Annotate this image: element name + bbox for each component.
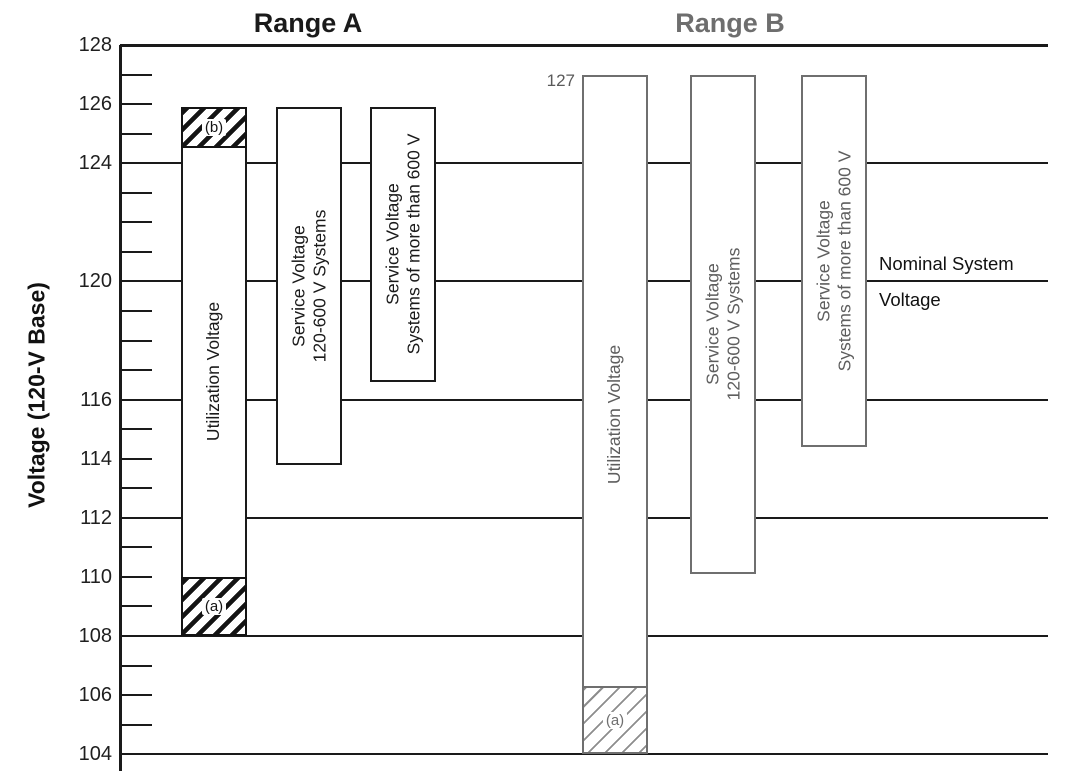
y-tick-108	[120, 635, 152, 637]
bar-range-b-utilization-label: Utilization Voltage	[605, 345, 626, 484]
bar-range-b-utilization-label-wrap: Utilization Voltage	[584, 77, 646, 753]
gridline-104	[120, 753, 1048, 756]
y-tick-104	[120, 753, 152, 756]
y-axis-title: Voltage (120-V Base)	[23, 282, 50, 508]
y-axis-line	[119, 45, 122, 771]
bar-range-a-service-120-600-label-line: 120-600 V Systems	[309, 209, 329, 363]
nominal-system-voltage-label: Nominal System Voltage	[879, 251, 1014, 312]
y-tick-122	[120, 221, 152, 224]
range-b-max-value-label: 127	[546, 71, 575, 90]
range-b-title: Range B	[675, 8, 785, 38]
y-tick-116	[120, 398, 152, 401]
y-tick-114	[120, 457, 152, 460]
bar-range-a-service-over-600-label-line: Service Voltage	[382, 183, 402, 306]
nominal-system-voltage-line2: Voltage	[879, 289, 941, 310]
bar-range-a-utilization-hatch-(a): (a)	[181, 576, 247, 636]
y-tick-120	[120, 280, 152, 283]
bar-range-a-utilization-hatch-note: (a)	[201, 597, 227, 615]
y-tick-label-126: 126	[78, 93, 112, 116]
bar-range-b-utilization-hatch-(a): (a)	[582, 686, 648, 755]
y-tick-126	[120, 103, 152, 106]
bar-range-a-service-over-600-label-line: Systems of more than 600 V	[403, 134, 423, 355]
bar-range-a-utilization-label: Utilization Voltage	[204, 302, 225, 441]
bar-range-b-utilization: Utilization Voltage	[582, 74, 648, 755]
y-tick-123	[120, 191, 152, 194]
nominal-system-voltage-line1: Nominal System	[879, 253, 1014, 274]
y-tick-119	[120, 309, 152, 312]
y-tick-label-112: 112	[80, 506, 112, 529]
y-tick-111	[120, 546, 152, 549]
y-tick-115	[120, 428, 152, 431]
y-tick-label-120: 120	[78, 270, 112, 293]
top-frame-line	[120, 43, 1048, 47]
y-tick-109	[120, 605, 152, 608]
y-tick-105	[120, 723, 152, 726]
y-tick-label-108: 108	[78, 625, 112, 647]
bar-range-a-utilization-label-wrap: Utilization Voltage	[183, 109, 245, 634]
y-tick-label-116: 116	[80, 388, 112, 411]
bar-range-b-service-over-600-label-line: Systems of more than 600 V	[834, 150, 854, 372]
y-tick-107	[120, 664, 152, 667]
y-tick-118	[120, 339, 152, 342]
y-tick-124	[120, 162, 152, 165]
bar-range-a-utilization: Utilization Voltage	[181, 107, 247, 636]
bar-range-a-utilization-hatch-(b): (b)	[181, 107, 247, 149]
y-tick-117	[120, 369, 152, 372]
y-tick-112	[120, 516, 152, 519]
bar-range-a-utilization-label-line: Utilization Voltage	[203, 301, 224, 442]
bar-range-b-service-120-600-label-line: Service Voltage	[702, 263, 722, 386]
bar-range-b-service-120-600-label-line: 120-600 V Systems	[723, 247, 743, 401]
y-tick-label-128: 128	[78, 34, 112, 56]
bar-range-b-service-over-600-label-line: Service Voltage	[813, 199, 833, 322]
y-tick-label-104: 104	[78, 743, 112, 766]
y-tick-110	[120, 575, 152, 578]
y-tick-label-124: 124	[78, 152, 112, 175]
bar-range-b-utilization-label-line: Utilization Voltage	[604, 344, 625, 484]
y-tick-label-110: 110	[80, 565, 112, 588]
range-a-title: Range A	[253, 8, 363, 38]
y-tick-label-114: 114	[80, 447, 112, 470]
bar-range-b-utilization-hatch-note: (a)	[602, 711, 628, 729]
y-tick-label-106: 106	[78, 684, 112, 707]
y-tick-127	[120, 73, 152, 76]
y-tick-125	[120, 132, 152, 135]
y-tick-121	[120, 250, 152, 253]
y-tick-113	[120, 487, 152, 490]
bar-range-a-utilization-hatch-note: (b)	[201, 119, 227, 137]
y-tick-106	[120, 694, 152, 697]
bar-range-a-service-120-600-label-line: Service Voltage	[288, 225, 308, 347]
